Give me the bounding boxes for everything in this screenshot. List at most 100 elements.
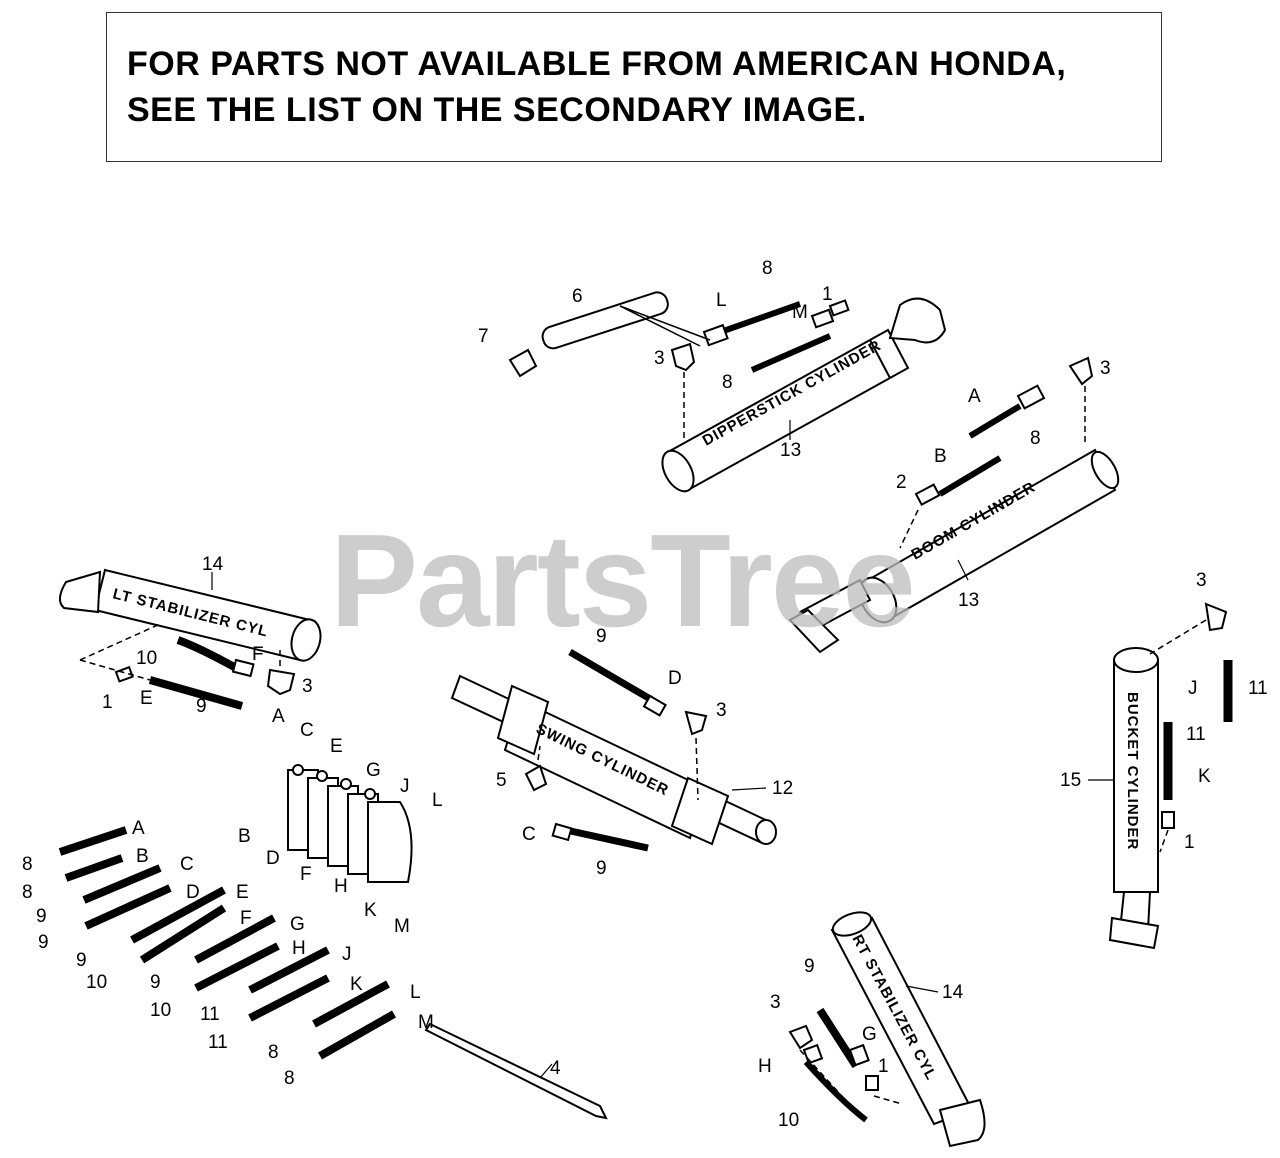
tie-rod-4-shape: [424, 1022, 608, 1120]
boom-fitting-A: [1016, 384, 1046, 410]
callout-tie-4: 4: [550, 1058, 561, 1079]
bucket-cylinder: BUCKET CYLINDER: [1108, 647, 1160, 950]
bucket-cylinder-top-cap: [1113, 647, 1159, 673]
callout-bucket-K: K: [1198, 766, 1211, 787]
lt-tee-3: [266, 668, 296, 696]
lt-stabilizer-hoses: [79, 623, 296, 710]
boom-hose-8: [968, 403, 1022, 439]
callout-valve-L: L: [432, 790, 443, 811]
callout-hose-A: A: [132, 818, 145, 839]
rt-stabilizer-cylinder: RT STABILIZER CYL: [830, 911, 986, 1148]
callout-hose-C: C: [180, 854, 194, 875]
dipperstick-hoses: [508, 291, 850, 440]
swing-cylinder: SWING CYLINDER: [450, 674, 777, 846]
callout-swing-3: 3: [716, 700, 727, 721]
swing-cylinder-rod-end: [755, 819, 777, 845]
callout-hose-H: H: [292, 938, 306, 959]
rt-tee-3: [788, 1024, 814, 1050]
callout-boom-13: 13: [958, 590, 979, 611]
callout-lt-1: 1: [102, 692, 113, 713]
rt-hose-10: [803, 1059, 868, 1123]
parts-availability-notice: FOR PARTS NOT AVAILABLE FROM AMERICAN HO…: [106, 12, 1162, 162]
callout-dipper-8b: 8: [722, 372, 733, 393]
callout-hose-J: J: [342, 944, 352, 965]
swing-cylinder-front-block: [496, 684, 550, 756]
callout-valve-C: C: [300, 720, 314, 741]
callout-hose-B: B: [136, 846, 149, 867]
boom-cylinder-foot: [788, 608, 840, 654]
bucket-elbow-3: [1204, 602, 1228, 632]
callout-dipper-L: L: [716, 290, 727, 311]
lt-stabilizer-cylinder-end-cap: [290, 618, 322, 662]
swing-hose-9-lower: [565, 826, 649, 852]
lt-hose-9: [148, 676, 244, 710]
callout-swing-C: C: [522, 824, 536, 845]
rt-fitting-G: [848, 1043, 870, 1067]
notice-line-2: SEE THE LIST ON THE SECONDARY IMAGE.: [127, 91, 867, 129]
bucket-cylinder-pin: [1108, 916, 1160, 950]
callout-dipper-7: 7: [478, 326, 489, 347]
dipper-elbow-3: [670, 342, 696, 372]
callout-swing-12: 12: [772, 778, 793, 799]
callout-lt-E: E: [140, 688, 153, 709]
callout-hose-n11: 8: [268, 1042, 279, 1063]
callout-boom-A: A: [968, 386, 981, 407]
rt-fitting-H: [802, 1043, 824, 1065]
valve-port-3: [340, 778, 352, 790]
hose-G: [194, 914, 276, 964]
callout-rt-14: 14: [942, 982, 964, 1003]
swing-elbow-5: [524, 764, 548, 792]
callout-hose-n7: 9: [150, 972, 161, 993]
callout-valve-K: K: [364, 900, 377, 921]
callout-hose-n4: 9: [38, 932, 49, 953]
callout-lt-3: 3: [302, 676, 313, 697]
lt-dash-a: [79, 623, 161, 661]
valve-port-2: [316, 770, 328, 782]
callout-valve-E: E: [330, 736, 343, 757]
callout-hose-L: L: [410, 982, 421, 1003]
callout-dipper-M: M: [792, 302, 808, 323]
dipper-fitting-L: [702, 323, 729, 347]
bucket-cylinder-label: BUCKET CYLINDER: [1124, 692, 1141, 850]
hose-L: [312, 980, 390, 1028]
callout-valve-F: F: [300, 864, 312, 885]
boom-cylinder-rear-cap: [1090, 450, 1120, 490]
rt-hose-9: [816, 1007, 860, 1069]
valve-port-4: [364, 788, 376, 800]
callout-hose-D: D: [186, 882, 200, 903]
callout-boom-B: B: [934, 446, 947, 467]
callout-rt-1: 1: [878, 1056, 889, 1077]
hose-H: [194, 942, 280, 992]
callout-bucket-1: 1: [1184, 832, 1195, 853]
callout-bucket-3: 3: [1196, 570, 1207, 591]
hose-E: [130, 886, 226, 944]
callout-bucket-15: 15: [1060, 770, 1081, 791]
callout-valve-A: A: [272, 706, 285, 727]
callout-dipper-6: 6: [572, 286, 583, 307]
bucket-hoses: [1149, 602, 1233, 853]
callout-bucket-11b: 11: [1186, 724, 1206, 745]
loose-hoses: [58, 826, 396, 1060]
swing-tee-3: [684, 710, 708, 736]
callout-dipper-13: 13: [780, 440, 801, 461]
callout-hose-n12: 8: [284, 1068, 295, 1089]
callout-hose-n10: 11: [208, 1032, 228, 1053]
callout-valve-J: J: [400, 776, 410, 797]
dipper-nipple-1: [828, 299, 850, 317]
leader-4: [539, 1063, 553, 1079]
callout-swing-9a: 9: [596, 626, 607, 647]
callout-bucket-11a: 11: [1248, 678, 1268, 699]
hose-A: [58, 826, 128, 856]
dipper-leader-6: [619, 305, 711, 341]
leader-13-boom: [957, 559, 969, 581]
dipper-clamp-7: [508, 348, 538, 378]
leader-14-rt: [905, 985, 939, 993]
callout-hose-n8: 10: [150, 1000, 171, 1021]
callout-dipper-1: 1: [822, 284, 833, 305]
callout-hose-M: M: [418, 1012, 434, 1033]
leader-12: [731, 787, 767, 791]
boom-hose-B: [938, 455, 1002, 497]
dipperstick-cylinder: DIPPERSTICK CYLINDER: [661, 297, 947, 493]
control-valve-block: [287, 764, 413, 883]
callout-boom-8: 8: [1030, 428, 1041, 449]
